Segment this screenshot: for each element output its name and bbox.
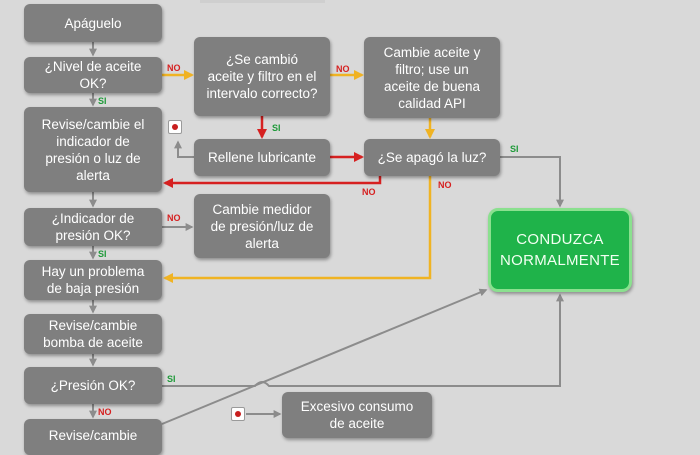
label-si: SI: [98, 249, 107, 259]
link-seapago-conduzca: [500, 156, 564, 208]
label-no: NO: [336, 64, 350, 74]
label-no: NO: [362, 187, 376, 197]
label-no: NO: [438, 180, 452, 190]
node-apaguelo: Apáguelo: [24, 4, 162, 42]
link-seapago-revise: [163, 176, 382, 188]
node-baja-presion: Hay un problema de baja presión: [24, 260, 162, 300]
node-excesivo-consumo: Excesivo consumo de aceite: [282, 392, 432, 438]
node-revise-indicador: Revise/cambie el indicador de presión o …: [24, 107, 162, 192]
node-indicador-ok: ¿Indicador de presión OK?: [24, 208, 162, 246]
node-cambie-medidor: Cambie medidor de presión/luz de alerta: [194, 194, 330, 258]
label-si: SI: [272, 123, 281, 133]
marker-icon: [231, 407, 245, 421]
node-presion-ok: ¿Presión OK?: [24, 367, 162, 404]
marker-icon: [168, 120, 182, 134]
label-no: NO: [167, 63, 181, 73]
label-no: NO: [98, 407, 112, 417]
node-se-apago: ¿Se apagó la luz?: [364, 139, 500, 176]
node-se-cambio: ¿Se cambió aceite y filtro en el interva…: [194, 37, 330, 116]
node-revise-bomba: Revise/cambie bomba de aceite: [24, 314, 162, 354]
link-presion-conduzca: [162, 293, 564, 387]
node-cambie-aceite: Cambie aceite y filtro; use un aceite de…: [364, 37, 500, 118]
flowchart-canvas: Apáguelo ¿Nivel de aceite OK? ¿Se cambió…: [24, 0, 632, 455]
node-nivel-aceite: ¿Nivel de aceite OK?: [24, 57, 162, 93]
label-no: NO: [167, 213, 181, 223]
label-si: SI: [167, 374, 176, 384]
cropped-top-element: [200, 0, 325, 3]
node-rellene: Rellene lubricante: [194, 139, 330, 176]
link-rellene-marker: [174, 140, 194, 158]
node-revise-bottom: Revise/cambie: [24, 419, 162, 455]
connector-layer: [89, 42, 564, 425]
label-si: SI: [98, 96, 107, 106]
link-seapago-baja: [163, 176, 432, 283]
label-si: SI: [510, 144, 519, 154]
node-conduzca-normalmente: CONDUZCA NORMALMENTE: [488, 208, 632, 292]
link-revise-conduzca: [161, 288, 488, 425]
